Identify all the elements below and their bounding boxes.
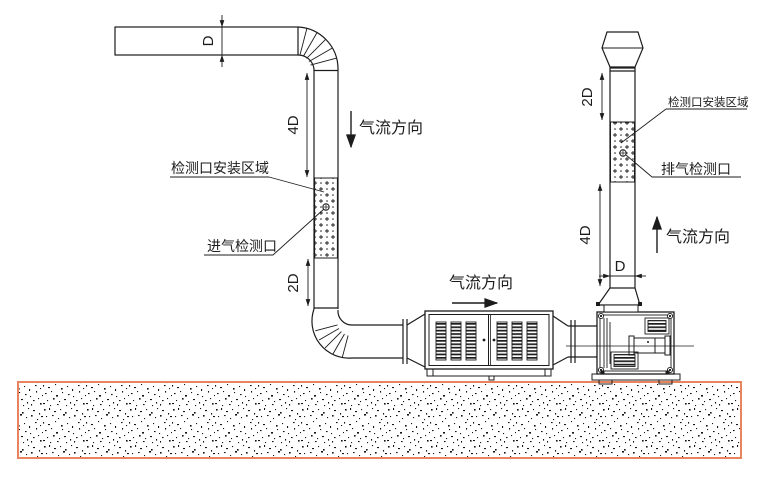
label-port-area-right: 检测口安装区域 [620,95,749,144]
door-handle [492,338,496,342]
label-exhaust-port: 排气检测口 [625,154,741,178]
inlet-duct-horizontal [114,26,299,56]
dim-4d-right: 4D [577,183,603,287]
dim-d-top: D [200,15,225,67]
dim-4d-left: 4D [285,72,310,178]
inlet-elbow-bottom [311,308,353,359]
ground [17,381,742,459]
fan-louver-top [644,317,670,335]
flow-up-label: 气流方向 [666,228,730,246]
exhaust-port-hatch [610,121,635,183]
flow-down: 气流方向 [345,111,423,149]
port-area-right-text: 检测口安装区域 [668,95,749,109]
dim-label-2d-left: 2D [285,273,302,292]
flow-right: 气流方向 [449,274,513,309]
filter-base [426,368,552,381]
fan-base [591,370,681,385]
stack-cap [601,31,644,68]
leader-line [272,208,325,256]
dim-label-2d-right: 2D [579,87,596,106]
label-port-area-left: 检测口安装区域 [170,160,325,193]
duct-to-filter [352,313,426,368]
inlet-elbow-top [297,26,339,70]
filter-louvers [435,321,538,361]
intake-port-text: 进气检测口 [207,238,277,254]
leader-line [268,176,325,193]
filter-outlet-cone [552,356,569,366]
exhaust-port-text: 排气检测口 [661,161,731,177]
exhaust-transition [596,287,642,313]
intake-port-symbol [322,203,330,211]
fan-unit [566,311,694,385]
filter-outlet-cone [552,315,569,327]
fan-motor [628,335,671,356]
duct-filter-to-fan [568,320,597,363]
dim-label-4d-left: 4D [285,115,302,134]
leader-line [625,154,653,178]
label-intake-port: 进气检测口 [204,208,325,256]
dim-label-d-top: D [200,35,217,46]
port-area-left-text: 检测口安装区域 [171,160,269,176]
dim-label-d-right: D [615,258,626,275]
fan-louver-bottom [610,351,639,370]
dim-2d-left: 2D [285,258,311,307]
dim-2d-right: 2D [579,72,605,121]
elbow-segment-lines [315,324,349,358]
ground-band [17,381,742,459]
fan-inlet-panel [603,318,611,368]
flow-up: 气流方向 [651,215,730,253]
flow-right-label: 气流方向 [449,274,513,292]
filter-unit [424,310,569,381]
leader-line [620,108,667,144]
dim-label-4d-right: 4D [577,225,594,244]
exhaust-port-symbol [619,149,627,157]
door-handle [482,338,486,342]
elbow-segment-lines [299,28,337,66]
inlet-port-hatch [314,177,338,259]
flow-down-label: 气流方向 [359,119,423,137]
dim-d-right: D [599,258,646,279]
